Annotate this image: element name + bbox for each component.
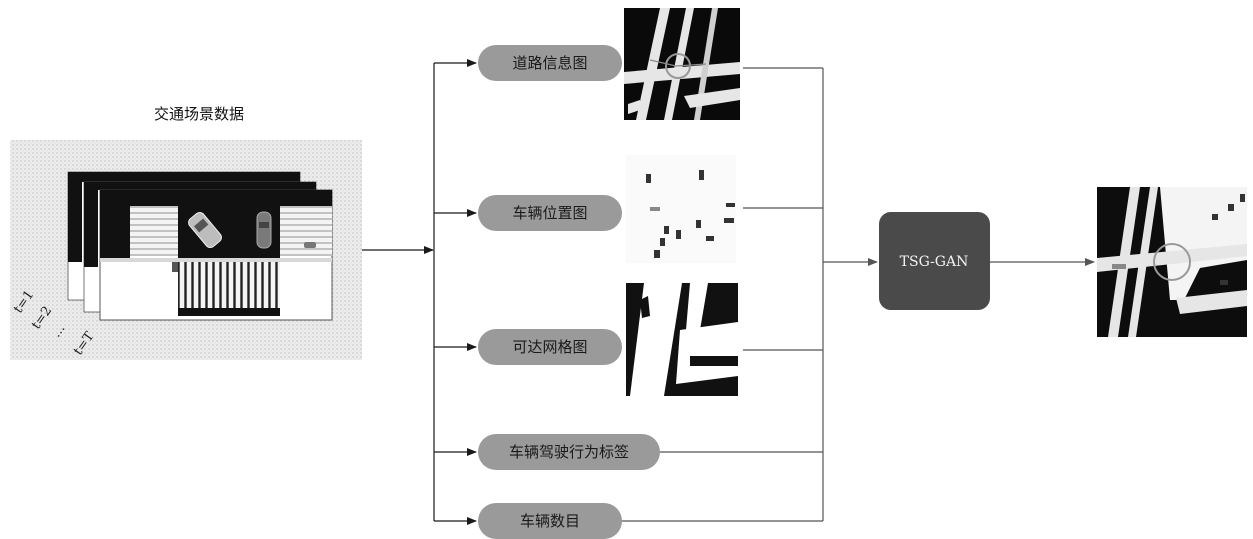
branch-label: 车辆驾驶行为标签 xyxy=(509,443,629,461)
branch-label: 车辆位置图 xyxy=(512,204,587,222)
branch-vehicle-position: 车辆位置图 xyxy=(478,195,622,231)
output-connectors xyxy=(622,67,1095,522)
branch-label: 道路信息图 xyxy=(512,54,587,72)
car-icon xyxy=(256,211,272,249)
branch-label: 车辆数目 xyxy=(520,512,580,530)
road-map-thumbnail xyxy=(624,8,740,120)
source-title: 交通场景数据 xyxy=(154,105,244,123)
reachable-grid-thumbnail xyxy=(626,283,738,396)
source-panel: 交通场景数据 xyxy=(10,105,362,360)
car-icon xyxy=(188,211,222,249)
branch-label: 可达网格图 xyxy=(512,338,587,356)
output-map-thumbnail xyxy=(1097,187,1247,337)
model-label: TSG-GAN xyxy=(900,254,969,270)
front-frame xyxy=(99,189,333,321)
car-icon xyxy=(304,242,316,248)
branch-vehicle-count: 车辆数目 xyxy=(478,503,622,539)
model-box: TSG-GAN xyxy=(879,212,990,310)
branch-driving-behavior: 车辆驾驶行为标签 xyxy=(478,434,660,470)
branch-road-info: 道路信息图 xyxy=(478,45,622,81)
branch-reachable-grid: 可达网格图 xyxy=(478,329,622,365)
frame-stack xyxy=(67,171,333,321)
input-connectors xyxy=(362,59,477,525)
vehicle-position-thumbnail xyxy=(626,155,736,263)
